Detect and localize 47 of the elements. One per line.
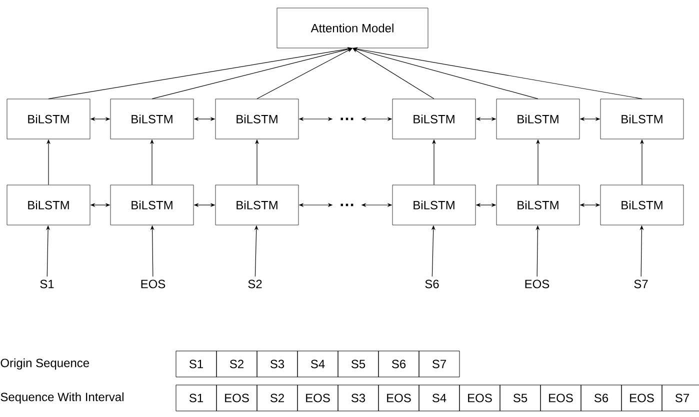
- input-label: S1: [40, 280, 54, 288]
- table-cell: S6: [378, 350, 420, 378]
- ellipsis: …: [340, 118, 354, 120]
- process-box: BiLSTM: [110, 98, 194, 140]
- process-box: BiLSTM: [392, 184, 476, 226]
- input-label: S6: [425, 280, 439, 288]
- table-cell: S7: [418, 350, 460, 378]
- process-box: BiLSTM: [392, 98, 476, 140]
- table-cell: S1: [176, 384, 217, 412]
- table-cell: S3: [256, 350, 298, 378]
- table-cell: S5: [338, 350, 379, 378]
- table-cell: S5: [500, 384, 541, 412]
- input-label: EOS: [141, 280, 166, 288]
- table-cell: S6: [580, 384, 622, 412]
- row-label: Sequence With Interval: [0, 392, 124, 404]
- table-cell: EOS: [540, 384, 582, 412]
- process-box: BiLSTM: [110, 184, 194, 226]
- row-label: Origin Sequence: [0, 358, 90, 370]
- table-cell: EOS: [459, 384, 500, 412]
- input-label: S7: [634, 280, 648, 288]
- process-box: BiLSTM: [6, 184, 90, 226]
- table-cell: S2: [216, 350, 258, 378]
- process-box: BiLSTM: [496, 98, 580, 140]
- input-label: S2: [248, 280, 262, 288]
- table-cell: S3: [338, 384, 379, 412]
- ellipsis: …: [340, 204, 354, 206]
- process-box: BiLSTM: [600, 98, 684, 140]
- table-cell: S1: [176, 350, 217, 378]
- table-cell: EOS: [216, 384, 258, 412]
- arrow: [352, 48, 538, 100]
- table-cell: S2: [256, 384, 298, 412]
- process-box: Attention Model: [276, 8, 428, 48]
- table-cell: EOS: [621, 384, 662, 412]
- table-cell: EOS: [297, 384, 338, 412]
- process-box: BiLSTM: [215, 98, 299, 140]
- process-box: BiLSTM: [600, 184, 684, 226]
- input-label: EOS: [525, 280, 550, 288]
- process-box: BiLSTM: [6, 98, 90, 140]
- process-box: BiLSTM: [496, 184, 580, 226]
- arrow: [352, 48, 434, 100]
- arrow: [256, 48, 352, 100]
- table-cell: S7: [662, 384, 699, 412]
- table-cell: EOS: [378, 384, 420, 412]
- table-cell: S4: [297, 350, 338, 378]
- process-box: BiLSTM: [215, 184, 299, 226]
- arrow: [152, 47, 352, 100]
- table-cell: S4: [418, 384, 460, 412]
